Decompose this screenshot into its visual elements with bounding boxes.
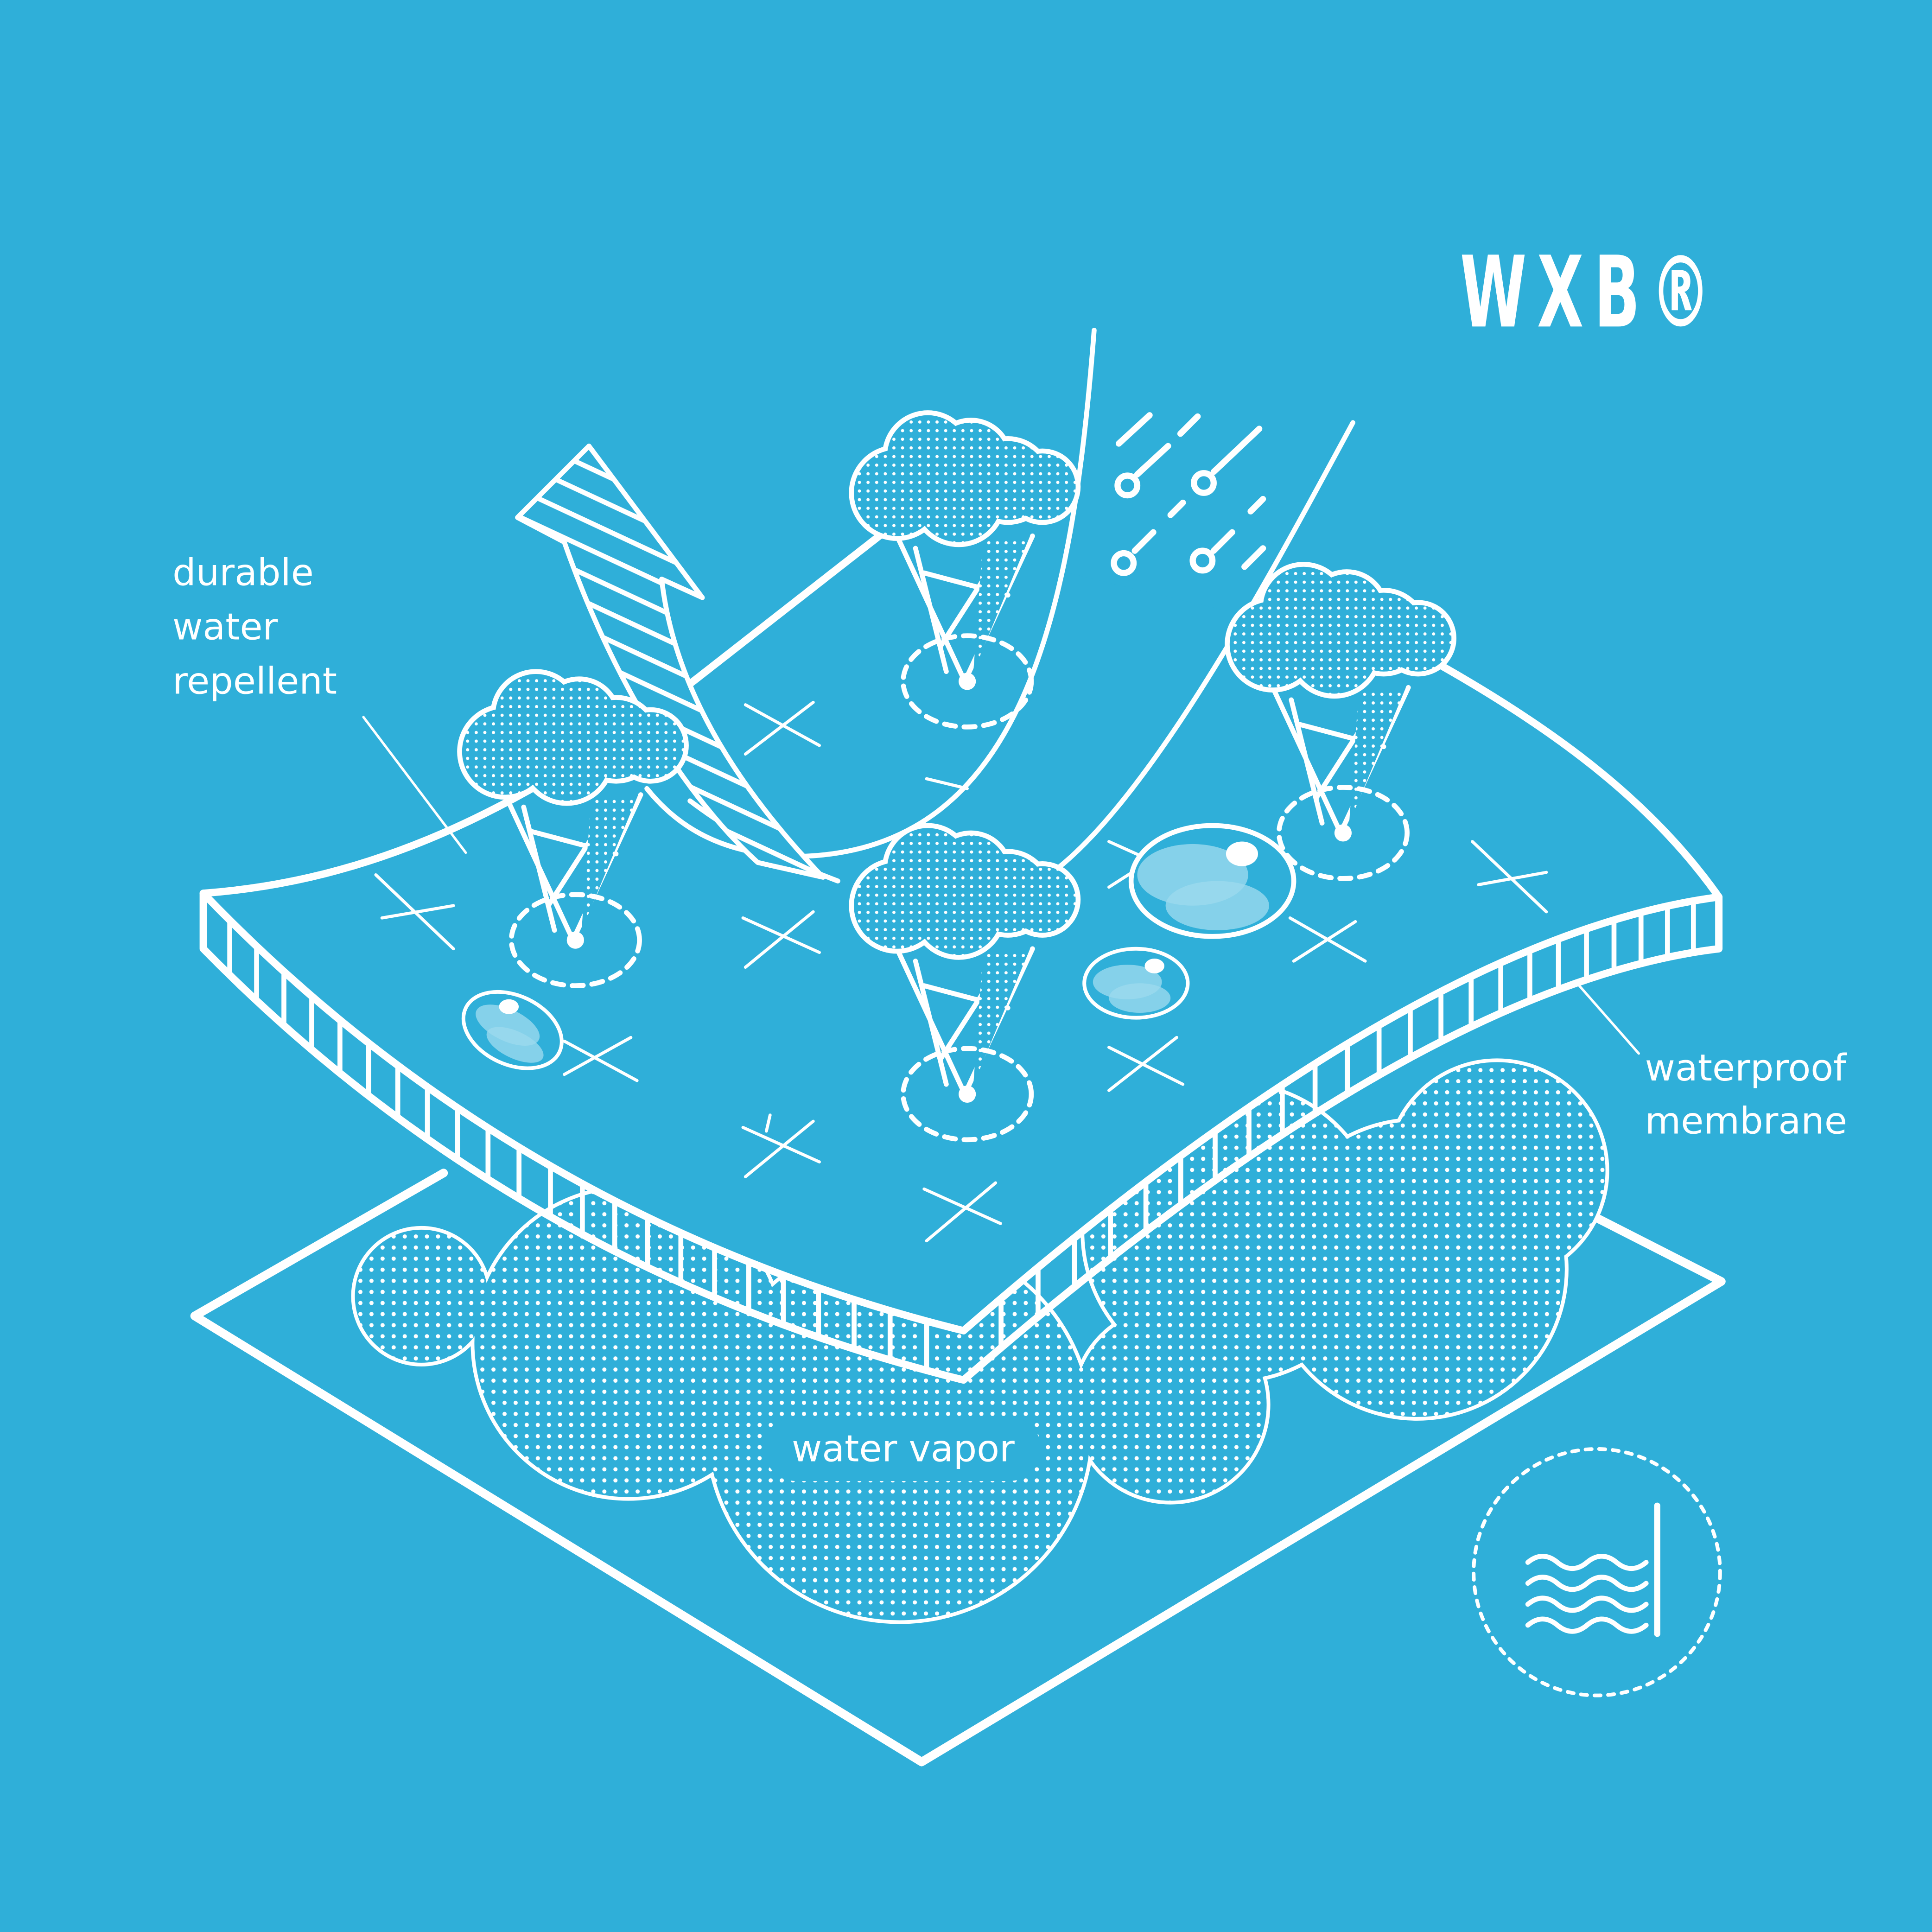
label-dwr-3: repellent	[172, 660, 337, 703]
vapor-label-bg	[764, 1417, 1042, 1481]
breathable-arrow-icon	[515, 443, 826, 880]
fabric-edge	[199, 890, 1723, 1384]
water-vapor-cloud	[351, 1058, 1609, 1624]
fold-curve	[1055, 420, 1355, 871]
label-dwr-2: water	[172, 605, 278, 648]
label-dwr-1: durable	[172, 551, 314, 594]
label-membrane-1: waterproof	[1645, 1046, 1847, 1089]
fold-curve	[644, 328, 1097, 859]
base-layer	[190, 1169, 1726, 1767]
water-level-icon	[1472, 1447, 1722, 1697]
brand-logo: WXB®	[1460, 235, 1722, 350]
label-water-vapor: water vapor	[792, 1427, 1015, 1470]
fabric-edge-hatches	[227, 901, 1696, 1371]
fabric-back-edge-right	[1419, 652, 1723, 901]
leader-line-membrane	[1576, 982, 1640, 1055]
water-droplet-icon	[461, 990, 564, 1070]
water-droplet-icon	[1128, 823, 1296, 939]
leader-line-dwr	[362, 716, 467, 854]
water-droplet-icon	[1082, 947, 1190, 1020]
label-membrane-2: membrane	[1645, 1099, 1847, 1143]
rain-drops	[1111, 412, 1266, 576]
